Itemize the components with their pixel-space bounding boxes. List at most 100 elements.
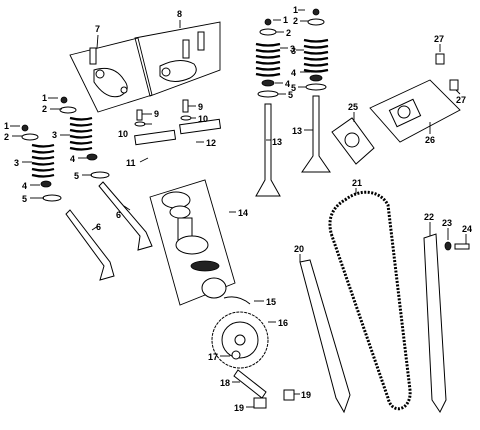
- callout-5: 5: [291, 83, 296, 93]
- bolt-19b: [283, 389, 295, 401]
- callout-24: 24: [462, 224, 472, 234]
- spring-seat-5b: [90, 171, 110, 179]
- valve-retainer-2b: [59, 106, 77, 114]
- callout-3: 3: [291, 46, 296, 56]
- callout-3: 3: [14, 158, 19, 168]
- callout-5: 5: [288, 90, 293, 100]
- callout-8: 8: [177, 9, 182, 19]
- callout-22: 22: [424, 212, 434, 222]
- valve-retainer-2a: [21, 133, 39, 141]
- callout-27: 27: [456, 95, 466, 105]
- valve-cotter-1a: [21, 124, 29, 132]
- callout-21: 21: [352, 178, 362, 188]
- valve-assembly-left-a: [10, 124, 115, 281]
- valve-6a: [65, 209, 115, 281]
- callout-3: 3: [52, 130, 57, 140]
- valve-13b: [301, 95, 331, 173]
- callout-5: 5: [74, 171, 79, 181]
- washer-23: [444, 241, 452, 251]
- callout-7: 7: [95, 24, 100, 34]
- callout-4: 4: [22, 181, 27, 191]
- callout-4: 4: [70, 154, 75, 164]
- chain-guide-20: [299, 259, 351, 414]
- callout-27: 27: [434, 34, 444, 44]
- callout-1: 1: [293, 5, 298, 15]
- callout-11: 11: [126, 158, 136, 168]
- bolt-8b: [197, 31, 205, 51]
- callout-12: 12: [206, 138, 216, 148]
- callout-6: 6: [96, 222, 101, 232]
- callout-2: 2: [286, 28, 291, 38]
- valve-spring-3b: [69, 116, 93, 151]
- timing-chain-21: [328, 190, 412, 411]
- callout-13: 13: [292, 126, 302, 136]
- callout-14: 14: [238, 208, 248, 218]
- valve-seal-4b: [86, 153, 98, 161]
- valve-spring-3d: [303, 38, 329, 73]
- callout-4: 4: [291, 68, 296, 78]
- valve-6b: [98, 181, 153, 251]
- callout-10: 10: [118, 129, 128, 139]
- valve-spring-3c: [255, 42, 281, 77]
- washer-10b: [180, 115, 192, 121]
- callout-18: 18: [220, 378, 230, 388]
- tensioner-assembly: [331, 44, 461, 165]
- valve-spring-3a: [31, 143, 55, 178]
- rocker-shaft-11: [134, 129, 177, 146]
- valve-13a: [255, 103, 281, 197]
- rocker-arm-panel-7: [69, 34, 153, 113]
- bolt-17: [231, 350, 241, 360]
- callout-5: 5: [22, 194, 27, 204]
- valve-cotter-1b: [60, 96, 68, 104]
- spring-seat-5a: [42, 194, 62, 202]
- guide-shaft-18: [233, 369, 267, 399]
- bolt-24: [454, 243, 470, 250]
- cam-seal: [190, 260, 220, 272]
- valve-assembly-center-d: [296, 8, 331, 173]
- bolt-9a: [136, 109, 143, 121]
- callout-6: 6: [116, 210, 121, 220]
- callout-4: 4: [285, 79, 290, 89]
- bolt-8a: [182, 39, 190, 59]
- callout-20: 20: [294, 244, 304, 254]
- cam-gear: [175, 235, 209, 255]
- bolt-27b: [449, 79, 459, 91]
- callout-16: 16: [278, 318, 288, 328]
- callout-9: 9: [154, 109, 159, 119]
- sprocket-assembly: [211, 296, 300, 409]
- rocker-arm-8: [159, 60, 197, 82]
- callout-13: 13: [272, 137, 282, 147]
- callout-1: 1: [4, 121, 9, 131]
- rocker-shafts: [134, 99, 222, 163]
- rocker-shaft-12: [179, 118, 222, 135]
- callout-26: 26: [425, 135, 435, 145]
- callout-2: 2: [42, 104, 47, 114]
- callout-3: 3: [290, 44, 295, 54]
- chain-guide-22: [423, 233, 447, 413]
- valve-seal-4a: [40, 180, 52, 188]
- clip-15: [223, 296, 251, 305]
- callout-1: 1: [283, 15, 288, 25]
- panel-outline-26: [369, 79, 461, 143]
- bolt-19a: [253, 397, 267, 409]
- washer-10a: [134, 121, 146, 127]
- bolt-7: [89, 47, 97, 65]
- bolt-27a: [435, 53, 445, 65]
- panel-outline-8: [134, 21, 221, 97]
- callout-15: 15: [266, 297, 276, 307]
- callout-10: 10: [198, 114, 208, 124]
- valve-assembly-center-c: [255, 18, 288, 197]
- callout-1: 1: [42, 93, 47, 103]
- callout-19: 19: [301, 390, 311, 400]
- bolt-9b: [182, 99, 189, 113]
- callout-25: 25: [348, 102, 358, 112]
- cam-lobe-2: [169, 205, 191, 219]
- cam-lobe-1: [161, 191, 191, 209]
- valve-assembly-left-b: [48, 96, 153, 251]
- cam-bearing: [201, 277, 227, 299]
- callout-2: 2: [293, 16, 298, 26]
- callout-19: 19: [234, 403, 244, 413]
- rocker-arm-panel-8: [134, 20, 221, 97]
